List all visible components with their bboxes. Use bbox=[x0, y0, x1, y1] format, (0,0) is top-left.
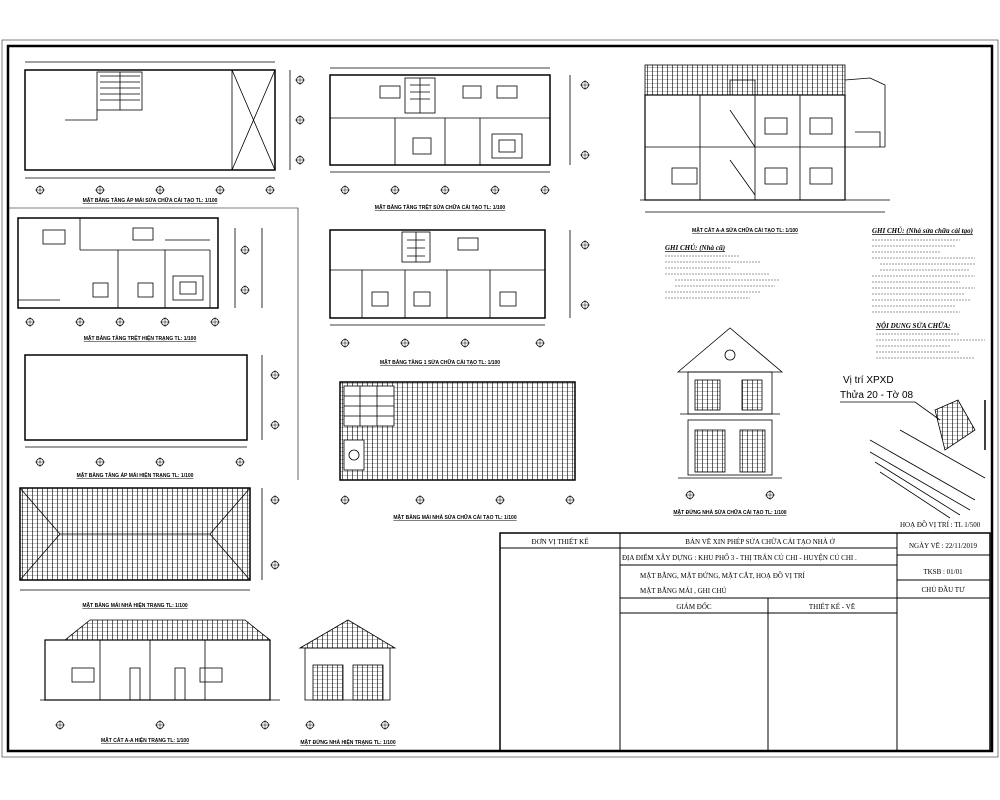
site-plan-label: HOẠ ĐỒ VỊ TRÍ : TL 1/500 bbox=[900, 521, 981, 529]
label-attic-existing: MẶT BẰNG TẦNG ÁP MÁI HIỆN TRẠNG TL: 1/10… bbox=[77, 471, 194, 479]
sheet-number: TKSB : 01/01 bbox=[923, 568, 963, 576]
project-title: BẢN VẼ XIN PHÉP SỬA CHỮA CẢI TẠO NHÀ Ở bbox=[685, 538, 835, 546]
roof-renovation-plan: MẶT BẰNG MÁI NHÀ SỬA CHỮA CẢI TẠO TL: 1/… bbox=[339, 381, 576, 521]
designer-label: THIẾT KẾ - VẼ bbox=[809, 603, 855, 611]
label-ground-existing: MẶT BẰNG TẦNG TRỆT HIỆN TRẠNG TL: 1/100 bbox=[84, 334, 197, 342]
elevation-existing: MẶT ĐỨNG NHÀ HIỆN TRẠNG TL: 1/100 bbox=[298, 619, 397, 746]
owner-label: CHỦ ĐẦU TƯ bbox=[921, 586, 965, 594]
title-block: ĐƠN VỊ THIẾT KẾ BẢN VẼ XIN PHÉP SỬA CHỮA… bbox=[499, 532, 991, 752]
label-ground-renovation: MẶT BẰNG TẦNG TRỆT SỬA CHỮA CẢI TẠO TL: … bbox=[375, 203, 506, 211]
notes-new-title: GHI CHÚ: (Nhà sửa chữa cải tạo) bbox=[872, 227, 973, 235]
repair-content-title: NỘI DUNG SỬA CHỮA: bbox=[875, 322, 950, 330]
label-floor1-renovation: MẶT BẰNG TẦNG 1 SỬA CHỮA CẢI TẠO TL: 1/1… bbox=[380, 358, 500, 366]
roof-existing-plan: MẶT BẰNG MÁI NHÀ HIỆN TRẠNG TL: 1/100 bbox=[19, 487, 281, 609]
label-attic-renovation: MẶT BẰNG TẦNG ÁP MÁI SỬA CHỮA CẢI TẠO TL… bbox=[83, 196, 218, 204]
site-location-label: Vị trí XPXD bbox=[843, 375, 894, 386]
design-unit: ĐƠN VỊ THIẾT KẾ bbox=[532, 538, 589, 546]
attic-renovation-plan: MẶT BẰNG TẦNG ÁP MÁI SỬA CHỮA CẢI TẠO TL… bbox=[24, 61, 306, 204]
site-parcel-label: Thửa 20 - Tờ 08 bbox=[840, 389, 914, 401]
content-line-2: MẶT BẰNG MÁI , GHI CHÚ bbox=[640, 587, 727, 595]
label-roof-renovation: MẶT BẰNG MÁI NHÀ SỬA CHỮA CẢI TẠO TL: 1/… bbox=[393, 513, 516, 521]
ground-renovation-plan: MẶT BẰNG TẦNG TRỆT SỬA CHỮA CẢI TẠO TL: … bbox=[329, 67, 591, 211]
label-section-existing: MẶT CẮT A-A HIỆN TRẠNG TL: 1/100 bbox=[101, 736, 189, 744]
section-existing: MẶT CẮT A-A HIỆN TRẠNG TL: 1/100 bbox=[40, 619, 280, 744]
section-renovation: MẶT CẮT A-A SỬA CHỮA CẢI TẠO TL: 1/100 bbox=[640, 64, 890, 234]
panel-divider bbox=[8, 207, 299, 480]
drawing-date: NGÀY VẼ : 22/11/2019 bbox=[909, 542, 977, 550]
director-label: GIÁM ĐỐC bbox=[676, 603, 712, 611]
notes-new-house: GHI CHÚ: (Nhà sửa chữa cải tạo) NỘI DUNG… bbox=[872, 227, 985, 359]
label-elevation-renovation: MẶT ĐỨNG NHÀ SỬA CHỮA CẢI TẠO TL: 1/100 bbox=[673, 509, 786, 516]
outer-frame bbox=[1, 39, 999, 758]
label-section-renovation: MẶT CẮT A-A SỬA CHỮA CẢI TẠO TL: 1/100 bbox=[692, 226, 798, 234]
site-plan: Vị trí XPXD Thửa 20 - Tờ 08 HOẠ ĐỒ VỊ TR… bbox=[840, 375, 986, 529]
project-location: ĐỊA ĐIỂM XÂY DỰNG : KHU PHỐ 3 - THỊ TRẤN… bbox=[622, 554, 857, 562]
attic-existing-plan: MẶT BẰNG TẦNG ÁP MÁI HIỆN TRẠNG TL: 1/10… bbox=[24, 354, 281, 479]
notes-old-house: GHI CHÚ: (Nhà cũ) bbox=[665, 244, 780, 299]
ground-existing-plan: MẶT BẰNG TẦNG TRỆT HIỆN TRẠNG TL: 1/100 bbox=[17, 217, 263, 342]
notes-old-title: GHI CHÚ: (Nhà cũ) bbox=[665, 244, 725, 252]
floor1-renovation-plan: MẶT BẰNG TẦNG 1 SỬA CHỮA CẢI TẠO TL: 1/1… bbox=[329, 229, 591, 366]
content-line-1: MẶT BẰNG, MẶT ĐỨNG, MẶT CẮT, HOẠ ĐỒ VỊ T… bbox=[640, 572, 806, 580]
label-roof-existing: MẶT BẰNG MÁI NHÀ HIỆN TRẠNG TL: 1/100 bbox=[82, 601, 188, 609]
label-elevation-existing: MẶT ĐỨNG NHÀ HIỆN TRẠNG TL: 1/100 bbox=[300, 738, 395, 746]
elevation-renovation: MẶT ĐỨNG NHÀ SỬA CHỮA CẢI TẠO TL: 1/100 bbox=[673, 327, 787, 516]
